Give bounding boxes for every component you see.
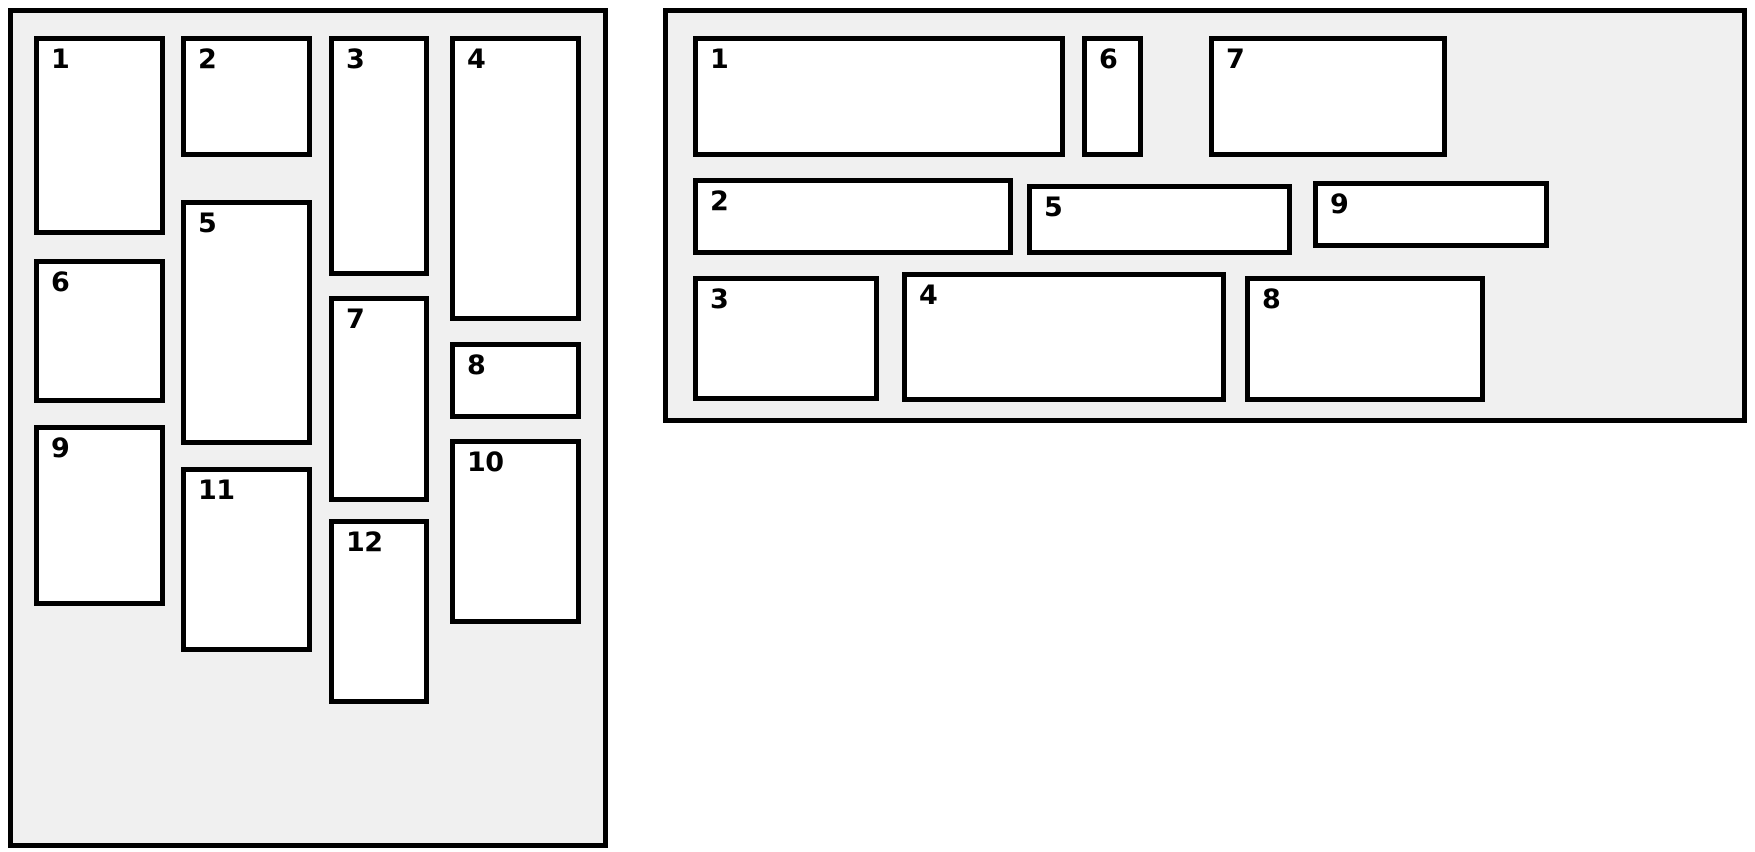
right-panel: 1 6 7 2 5 9 3 4 8 [663, 8, 1747, 423]
box-label: 2 [710, 186, 729, 217]
box-1[interactable]: 1 [34, 36, 165, 235]
box-label: 7 [346, 304, 365, 335]
box-label: 5 [198, 208, 217, 239]
box-4[interactable]: 4 [902, 272, 1226, 402]
box-10[interactable]: 10 [450, 439, 581, 624]
box-label: 3 [346, 44, 365, 75]
box-label: 4 [467, 44, 486, 75]
box-8[interactable]: 8 [450, 342, 581, 419]
box-label: 12 [346, 527, 383, 558]
box-4[interactable]: 4 [450, 36, 581, 321]
box-label: 8 [1262, 284, 1281, 315]
box-label: 1 [51, 44, 70, 75]
box-label: 1 [710, 44, 729, 75]
box-11[interactable]: 11 [181, 467, 312, 652]
box-2[interactable]: 2 [693, 178, 1013, 255]
box-label: 2 [198, 44, 217, 75]
box-label: 6 [1099, 44, 1118, 75]
box-8[interactable]: 8 [1245, 276, 1485, 402]
box-label: 9 [1330, 189, 1349, 220]
box-label: 11 [198, 475, 235, 506]
box-6[interactable]: 6 [34, 259, 165, 403]
box-label: 7 [1226, 44, 1245, 75]
box-9[interactable]: 9 [34, 425, 165, 606]
box-7[interactable]: 7 [1209, 36, 1447, 157]
box-label: 9 [51, 433, 70, 464]
box-label: 8 [467, 350, 486, 381]
box-label: 3 [710, 284, 729, 315]
box-3[interactable]: 3 [693, 276, 879, 401]
box-1[interactable]: 1 [693, 36, 1065, 157]
box-label: 6 [51, 267, 70, 298]
box-2[interactable]: 2 [181, 36, 312, 157]
box-12[interactable]: 12 [329, 519, 429, 704]
box-3[interactable]: 3 [329, 36, 429, 276]
box-label: 10 [467, 447, 504, 478]
box-9[interactable]: 9 [1313, 181, 1549, 248]
box-5[interactable]: 5 [1027, 184, 1292, 255]
box-6[interactable]: 6 [1082, 36, 1143, 157]
box-label: 4 [919, 280, 938, 311]
box-label: 5 [1044, 192, 1063, 223]
box-5[interactable]: 5 [181, 200, 312, 445]
box-7[interactable]: 7 [329, 296, 429, 502]
